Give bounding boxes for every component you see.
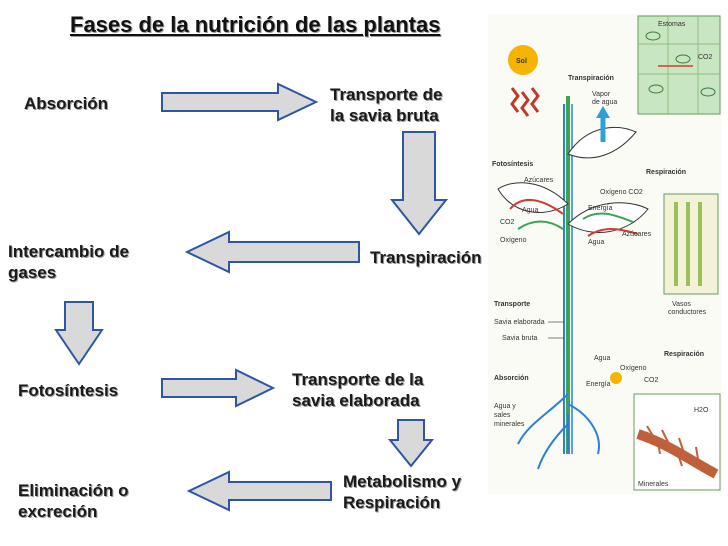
- co2-top-label: CO2: [698, 54, 713, 61]
- fotosintesis-label: Fotosíntesis: [492, 161, 533, 168]
- arrow-left-metabolismo-to-eliminacion: [186, 470, 332, 512]
- respiracion-label: Respiración: [646, 169, 686, 176]
- label-line: Eliminación o: [18, 481, 129, 500]
- arrow-right-absorcion-to-transporte: [161, 82, 319, 122]
- absorcion-label: Absorción: [494, 375, 529, 382]
- vapor-label-1: Vapor: [592, 91, 611, 98]
- label-line: excreción: [18, 502, 98, 521]
- leaf: [567, 127, 637, 159]
- vessels-inset: [663, 193, 719, 295]
- arrow-shape: [161, 82, 319, 122]
- oxigeno-co2-label: Oxígeno CO2: [600, 189, 643, 196]
- arrow-shape: [387, 419, 435, 468]
- label-eliminacion-excrecion: Eliminación o excreción: [18, 480, 129, 522]
- label-intercambio-gases: Intercambio de gases: [8, 241, 129, 283]
- arrow-left-transpiracion-to-intercambio: [184, 230, 360, 274]
- agua-label: Agua: [522, 207, 538, 214]
- roots: [517, 393, 600, 470]
- agua-sales-label-3: minerales: [494, 421, 525, 428]
- savia-bruta-label: Savia bruta: [502, 335, 538, 342]
- energia-2-label: Energía: [586, 381, 611, 388]
- transporte-label: Transporte: [494, 301, 530, 308]
- vapor-label-2: de agua: [592, 99, 617, 106]
- agua-2-label: Agua: [588, 239, 604, 246]
- savia-elaborada-label: Savia elaborada: [494, 319, 545, 326]
- co2-2-label: CO2: [644, 377, 659, 384]
- minerales-label: Minerales: [638, 481, 669, 488]
- arrow-shape: [389, 131, 449, 236]
- label-fotosintesis: Fotosíntesis: [18, 380, 118, 401]
- label-line: Intercambio de: [8, 242, 129, 261]
- label-line: la savia bruta: [330, 106, 439, 125]
- transpiracion-label: Transpiración: [568, 75, 614, 82]
- h2o-label: H2O: [694, 407, 709, 414]
- arrow-down-transporte-to-transpiracion: [389, 131, 449, 236]
- arrow-down-transporte-to-metabolismo: [387, 419, 435, 468]
- label-transporte-savia-bruta: Transporte de la savia bruta: [330, 84, 442, 126]
- sol-label: Sol: [516, 58, 527, 65]
- label-line: Respiración: [343, 493, 441, 512]
- label-line: Transporte de la: [292, 370, 424, 389]
- agua-sales-label-2: sales: [494, 412, 511, 419]
- sun-icon: [508, 45, 538, 75]
- arrow-shape: [54, 301, 104, 366]
- energia-label: Energía: [588, 205, 613, 212]
- label-transpiracion-text: Transpiración: [370, 248, 482, 267]
- respiracion-2-label: Respiración: [664, 351, 704, 358]
- vasos-label-1: Vasos: [672, 301, 691, 308]
- estomas-label: Estomas: [658, 21, 686, 28]
- stomata-inset: [637, 15, 721, 115]
- agua-3-label: Agua: [594, 355, 610, 362]
- label-metabolismo-respiracion: Metabolismo y Respiración: [343, 471, 461, 513]
- plant-nutrition-illustration: Sol Estomas CO2 Transpiración Vapor de a…: [488, 14, 722, 494]
- label-transporte-savia-elaborada: Transporte de la savia elaborada: [292, 369, 423, 411]
- label-transpiracion: Transpiración: [370, 247, 481, 268]
- vasos-label-2: conductores: [668, 309, 707, 316]
- azucares-label: Azúcares: [524, 177, 554, 184]
- azucares-2-label: Azúcares: [622, 231, 652, 238]
- co2-label: CO2: [500, 219, 515, 226]
- page-title: Fases de la nutrición de las plantas: [70, 12, 441, 37]
- light-rays-icon: [510, 87, 540, 117]
- label-line: gases: [8, 263, 57, 282]
- label-line: Transporte de: [330, 85, 443, 104]
- leaf: [567, 202, 649, 233]
- label-line: savia elaborada: [292, 391, 420, 410]
- label-absorcion: Absorción: [24, 93, 108, 114]
- agua-sales-label-1: Agua y: [494, 403, 516, 410]
- oxigeno-label: Oxígeno: [500, 237, 527, 244]
- label-fotosintesis-text: Fotosíntesis: [18, 381, 119, 400]
- label-line: Metabolismo y: [343, 472, 462, 491]
- arrow-down-intercambio-to-fotosintesis: [54, 301, 104, 366]
- arrow-shape: [184, 230, 360, 274]
- arrow-shape: [186, 470, 332, 512]
- label-absorcion-text: Absorción: [24, 94, 109, 113]
- oxigeno-2-label: Oxígeno: [620, 365, 647, 372]
- arrow-shape: [161, 368, 276, 408]
- arrow-right-fotosintesis-to-transporte: [161, 368, 276, 408]
